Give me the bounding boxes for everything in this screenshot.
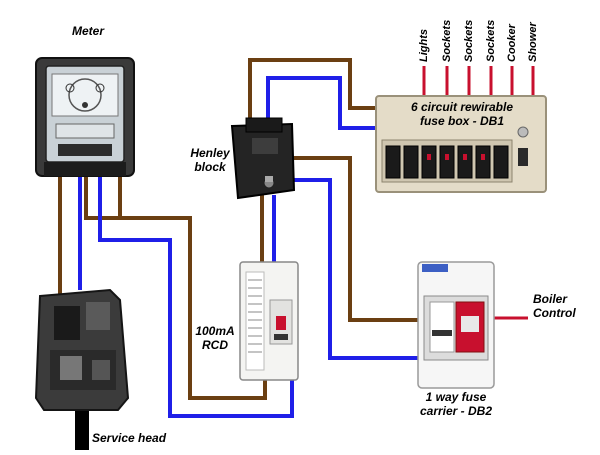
neutral-cable-henley-to-db2: [288, 178, 418, 360]
live-cable-meter-to-rcd-2: [118, 176, 267, 400]
circuit-label-sockets-1: Sockets: [441, 19, 453, 62]
db1-label-line-2: fuse box - DB1: [419, 114, 504, 128]
henley-label-line-2: block: [194, 160, 226, 174]
brown-live-cables: [58, 58, 418, 400]
henley-block-device: [230, 117, 296, 200]
db2-label: 1 way fuse carrier - DB2: [406, 390, 506, 418]
rcd-device: [239, 261, 299, 381]
henley-label-line-1: Henley: [190, 146, 230, 160]
meter-label: Meter: [71, 24, 104, 38]
boiler-label-line-2: Control: [533, 306, 576, 320]
rcd-label: 100mA RCD: [190, 324, 240, 352]
circuit-label-cooker: Cooker: [506, 24, 518, 62]
db2-label-line-2: carrier - DB2: [419, 404, 493, 418]
rcd-label-line-1: 100mA: [195, 324, 235, 338]
henley-block-label: Henley block: [182, 146, 238, 174]
live-cable-henley-to-db2: [288, 156, 418, 322]
db1-fuse-box-device: [375, 95, 547, 193]
rcd-label-line-2: RCD: [202, 338, 228, 352]
db1-label: 6 circuit rewirable fuse box - DB1: [380, 100, 544, 128]
db1-label-line-1: 6 circuit rewirable: [410, 100, 514, 114]
circuit-label-sockets-2: Sockets: [463, 19, 475, 62]
neutral-cable-meter-to-rcd: [98, 176, 294, 418]
circuit-label-lights: Lights: [418, 29, 430, 62]
live-cable-henley-to-db1: [248, 58, 380, 128]
neutral-cable-henley-to-db1: [266, 76, 380, 130]
boiler-label-line-1: Boiler: [533, 292, 568, 306]
circuit-label-shower: Shower: [527, 22, 539, 62]
service-head-device: [34, 288, 130, 411]
blue-neutral-cables: [78, 76, 418, 418]
red-circuit-cables: [422, 66, 535, 320]
live-cable-meter-to-rcd: [84, 176, 118, 220]
meter-device: [35, 57, 135, 177]
boiler-control-label: Boiler Control: [533, 292, 593, 320]
db2-label-line-1: 1 way fuse: [425, 390, 487, 404]
service-head-label: Service head: [92, 431, 167, 445]
circuit-label-sockets-3: Sockets: [485, 19, 497, 62]
db2-fuse-carrier-device: [417, 261, 495, 389]
